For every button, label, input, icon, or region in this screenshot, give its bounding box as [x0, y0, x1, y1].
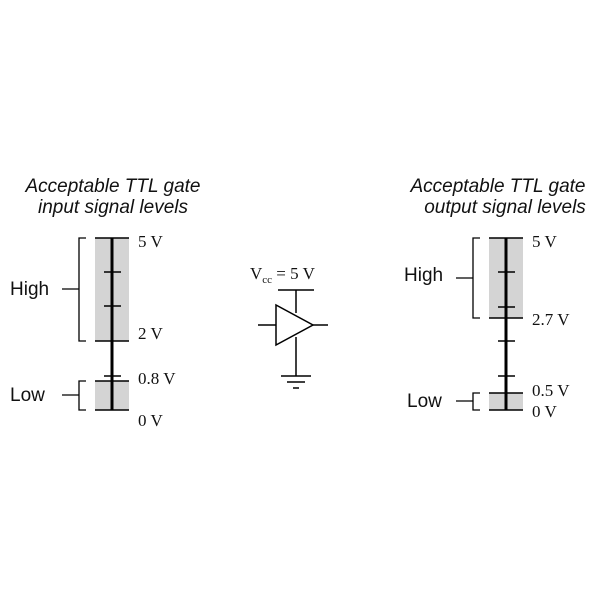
buffer-gate-symbol: Vcc = 5 V [250, 264, 328, 389]
input-high-label: High [10, 279, 49, 300]
input-title-line2: input signal levels [38, 197, 188, 218]
input-label-2v: 2 V [138, 324, 163, 343]
input-label-0.8v: 0.8 V [138, 369, 176, 388]
output-low-bracket [456, 392, 480, 411]
output-high-label: High [404, 265, 443, 286]
input-label-5v: 5 V [138, 232, 163, 251]
input-label-0v: 0 V [138, 411, 163, 430]
input-low-label: Low [10, 385, 45, 406]
output-low-label: Low [407, 391, 442, 412]
input-title-line1: Acceptable TTL gate [25, 176, 201, 197]
buffer-triangle [275, 303, 315, 347]
output-label-2.7v: 2.7 V [532, 310, 570, 329]
output-levels-panel: Acceptable TTL gate output signal levels… [404, 176, 586, 421]
output-title-line1: Acceptable TTL gate [410, 176, 586, 197]
output-high-bracket [456, 237, 480, 319]
input-levels-panel: Acceptable TTL gate input signal levels … [10, 176, 200, 430]
vcc-supply-wire [278, 289, 314, 313]
input-high-bracket [62, 237, 86, 342]
output-title-line2: output signal levels [424, 197, 586, 218]
vcc-label: Vcc = 5 V [250, 264, 316, 286]
output-label-0v: 0 V [532, 402, 557, 421]
ground-icon [281, 375, 311, 389]
output-label-5v: 5 V [532, 232, 557, 251]
output-label-0.5v: 0.5 V [532, 381, 570, 400]
input-low-bracket [62, 380, 86, 411]
